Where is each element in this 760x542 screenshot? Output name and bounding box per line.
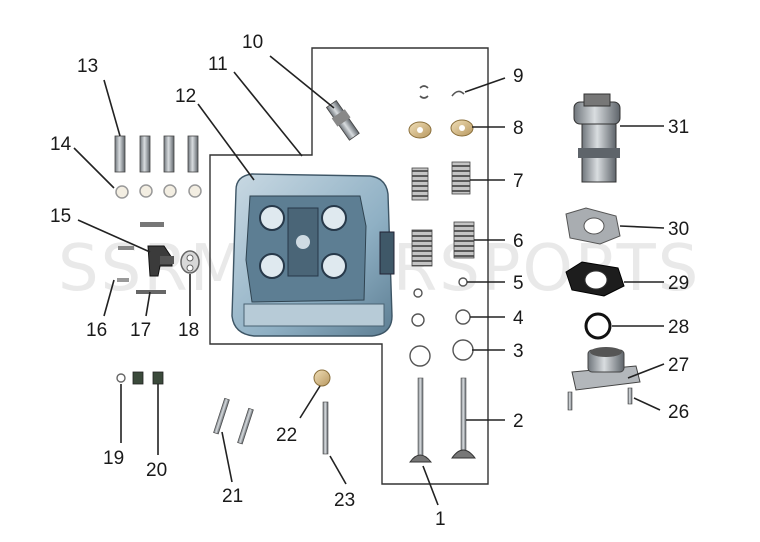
callout-15: 15 xyxy=(50,206,71,227)
callout-4: 4 xyxy=(513,308,524,329)
outer-valve-springs xyxy=(411,161,471,201)
callout-labels: 1 2 3 4 5 6 7 8 9 10 11 12 13 14 15 16 1… xyxy=(50,32,689,530)
callout-14: 14 xyxy=(50,134,72,155)
callout-29: 29 xyxy=(668,273,689,294)
plug-cap xyxy=(313,369,331,387)
callout-11: 11 xyxy=(208,54,228,75)
callout-1: 1 xyxy=(435,509,446,530)
callout-17: 17 xyxy=(130,320,151,341)
valve-keepers xyxy=(419,85,465,99)
callout-2: 2 xyxy=(513,411,524,432)
callout-26: 26 xyxy=(668,402,689,423)
insulator xyxy=(565,261,625,297)
decompression-parts xyxy=(117,222,200,294)
intake-gasket xyxy=(565,207,621,245)
callout-13: 13 xyxy=(77,56,98,77)
manifold-bolts xyxy=(567,387,633,411)
callout-28: 28 xyxy=(668,317,689,338)
callout-21: 21 xyxy=(222,486,243,507)
callout-30: 30 xyxy=(668,219,689,240)
callout-31: 31 xyxy=(668,117,689,138)
spark-plug xyxy=(325,99,360,141)
intake-manifold xyxy=(571,347,641,391)
assembly-outline xyxy=(209,47,489,485)
callout-20: 20 xyxy=(146,460,167,481)
callout-16: 16 xyxy=(86,320,107,341)
leader-lines xyxy=(73,55,665,506)
small-fasteners xyxy=(116,371,164,385)
callout-18: 18 xyxy=(178,320,199,341)
callout-9: 9 xyxy=(513,66,524,87)
camshaft xyxy=(573,93,621,183)
stud-washers xyxy=(115,184,202,199)
cylinder-head xyxy=(231,173,395,337)
callout-22: 22 xyxy=(276,425,297,446)
callout-7: 7 xyxy=(513,171,524,192)
callout-5: 5 xyxy=(513,273,524,294)
long-bolt xyxy=(322,401,329,455)
callout-8: 8 xyxy=(513,118,524,139)
callout-12: 12 xyxy=(175,86,196,107)
o-ring xyxy=(584,312,612,340)
callout-6: 6 xyxy=(513,231,524,252)
inner-valve-springs xyxy=(411,221,475,267)
callout-10: 10 xyxy=(242,32,263,53)
cylinder-studs xyxy=(114,135,199,173)
callout-27: 27 xyxy=(668,355,689,376)
valves xyxy=(409,377,477,463)
valve-retainers xyxy=(408,119,474,139)
callout-19: 19 xyxy=(103,448,124,469)
callout-23: 23 xyxy=(334,490,355,511)
head-bolts xyxy=(213,397,254,445)
callout-3: 3 xyxy=(513,341,524,362)
